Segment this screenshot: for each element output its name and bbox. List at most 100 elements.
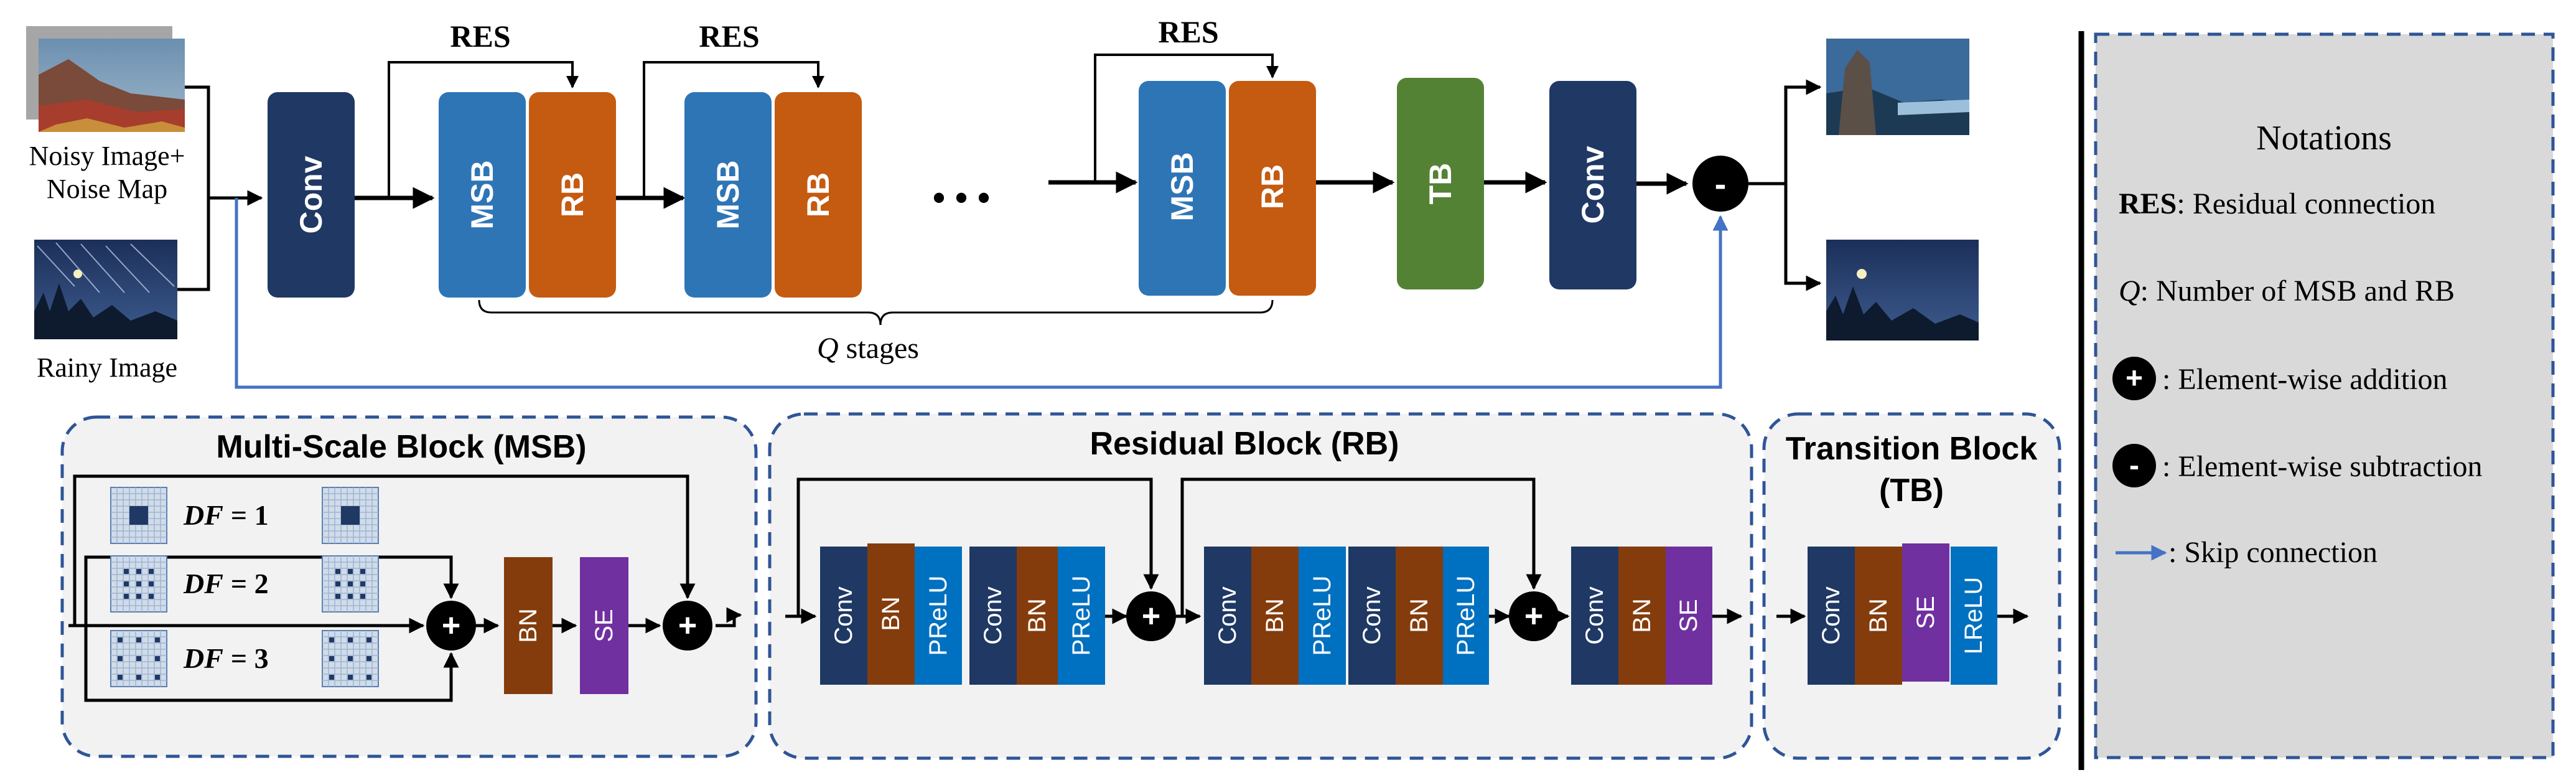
msb-add-node-1 — [426, 601, 476, 651]
msb-add-symbol-2: + — [678, 608, 697, 644]
msb-block-q-label: MSB — [1165, 152, 1200, 221]
dilation-grid-df3-right — [322, 630, 379, 687]
stages-brace — [478, 299, 1274, 326]
msb-se-label: SE — [590, 609, 618, 642]
rb-bn-4-label: BN — [1406, 598, 1433, 633]
noisy-image — [26, 26, 185, 132]
rb-conv-2 — [969, 547, 1017, 685]
rb-se — [1666, 547, 1712, 685]
rb-add-symbol-2: + — [1524, 598, 1543, 634]
rb-conv-1 — [820, 547, 867, 685]
tb-lrelu — [1951, 547, 1997, 685]
res-label-q: RES — [1158, 14, 1218, 49]
msb-block-2 — [684, 92, 772, 298]
rb-conv-3-label: Conv — [1214, 586, 1241, 644]
rb-block-2 — [775, 92, 862, 298]
rb-conv-4 — [1348, 547, 1396, 685]
tb-panel-title-line2: (TB) — [1879, 472, 1944, 509]
tb-bn-label: BN — [1865, 598, 1892, 633]
res-label-1: RES — [450, 19, 510, 54]
notation-minus-desc: : Element-wise subtraction — [2162, 450, 2483, 483]
conv-block-2 — [1549, 81, 1636, 289]
tb-conv-label: Conv — [1818, 586, 1845, 644]
tb-panel-title-line1: Transition Block — [1786, 431, 2038, 467]
rb-panel-title: Residual Block (RB) — [1090, 426, 1399, 462]
rb-conv-5-label: Conv — [1581, 586, 1608, 644]
notation-plus-desc: : Element-wise addition — [2162, 363, 2448, 396]
tb-block — [1397, 78, 1484, 289]
msb-bn-block — [504, 557, 553, 694]
rb-prelu-1 — [915, 547, 962, 685]
rb-bn-4 — [1396, 547, 1443, 685]
skip-connection — [235, 198, 1729, 389]
msb-bn-label: BN — [515, 608, 542, 643]
notations-panel — [2094, 32, 2555, 759]
rb-prelu-4 — [1443, 547, 1489, 685]
dilation-grid-df1-right — [322, 487, 379, 544]
df1-label: DF= 1 — [183, 499, 269, 531]
rb-bn-5 — [1618, 547, 1666, 685]
msb-block-q — [1139, 81, 1226, 296]
rb-se-label: SE — [1675, 599, 1702, 632]
df3-label: DF= 3 — [183, 642, 269, 674]
notation-q: Q: Number of MSB and RB — [2119, 275, 2455, 308]
rainy-image — [34, 240, 177, 339]
tb-conv — [1808, 547, 1855, 685]
rb-bn-3 — [1251, 547, 1299, 685]
msb-block-1-label: MSB — [465, 160, 500, 229]
conv-block-1-label: Conv — [294, 156, 329, 233]
notation-plus-symbol: + — [2126, 362, 2143, 395]
rb-conv-1-label: Conv — [830, 586, 857, 644]
notation-minus-symbol: - — [2129, 449, 2139, 482]
subtraction-symbol: - — [1715, 164, 1727, 204]
conv-block-1 — [268, 92, 355, 298]
notation-res: RES: Residual connection — [2119, 187, 2435, 220]
rb-prelu-3 — [1299, 547, 1346, 685]
rb-block-1-label: RB — [555, 172, 590, 217]
rb-block-1 — [529, 92, 616, 298]
tb-lrelu-label: LReLU — [1960, 577, 1987, 655]
rainy-image-label: Rainy Image — [37, 352, 177, 383]
rb-conv-4-label: Conv — [1358, 586, 1386, 644]
notations-title: Notations — [2256, 119, 2392, 157]
rb-conv-3 — [1204, 547, 1251, 685]
rb-bn-2-label: BN — [1024, 598, 1051, 633]
rb-prelu-2 — [1058, 547, 1105, 685]
conv-block-2-label: Conv — [1575, 146, 1610, 223]
tb-se-label: SE — [1912, 596, 1939, 629]
dilation-grid-df2-left — [110, 555, 167, 613]
rb-add-node-2 — [1509, 591, 1559, 641]
msb-block-1 — [439, 92, 526, 298]
stages-label: Q stages — [817, 332, 919, 365]
ellipsis: • • • — [932, 177, 990, 218]
rb-block-q-label: RB — [1255, 164, 1290, 209]
notation-plus-icon — [2112, 357, 2156, 400]
rb-block-2-label: RB — [801, 172, 836, 217]
output-image-derained — [1826, 240, 1979, 341]
msb-se-block — [580, 557, 628, 694]
dilation-grid-df1-left — [110, 487, 167, 544]
msb-block-2-label: MSB — [711, 160, 745, 229]
output-image-clean — [1826, 39, 1969, 135]
res-connection-2 — [643, 61, 824, 198]
rb-bn-1 — [867, 543, 915, 685]
tb-bn — [1855, 547, 1902, 685]
tb-se — [1902, 543, 1949, 682]
rb-prelu-2-label: PReLU — [1068, 576, 1095, 656]
rb-block-q — [1229, 81, 1316, 296]
rb-bn-1-label: BN — [877, 596, 905, 631]
dilation-grid-df2-right — [322, 555, 379, 613]
res-connection-q — [1094, 54, 1279, 182]
notation-minus-icon — [2112, 444, 2156, 487]
dilation-grid-df3-left — [110, 630, 167, 687]
msb-add-node-2 — [663, 601, 712, 651]
subtraction-node — [1692, 156, 1748, 212]
noisy-image-label-line2: Noise Map — [47, 174, 167, 204]
rb-conv-2-label: Conv — [979, 586, 1007, 644]
msb-panel-title: Multi-Scale Block (MSB) — [216, 429, 586, 465]
rb-bn-5-label: BN — [1628, 598, 1656, 633]
msb-add-symbol-1: + — [442, 608, 460, 644]
rb-bn-3-label: BN — [1261, 598, 1289, 633]
rb-add-node-1 — [1126, 591, 1176, 641]
